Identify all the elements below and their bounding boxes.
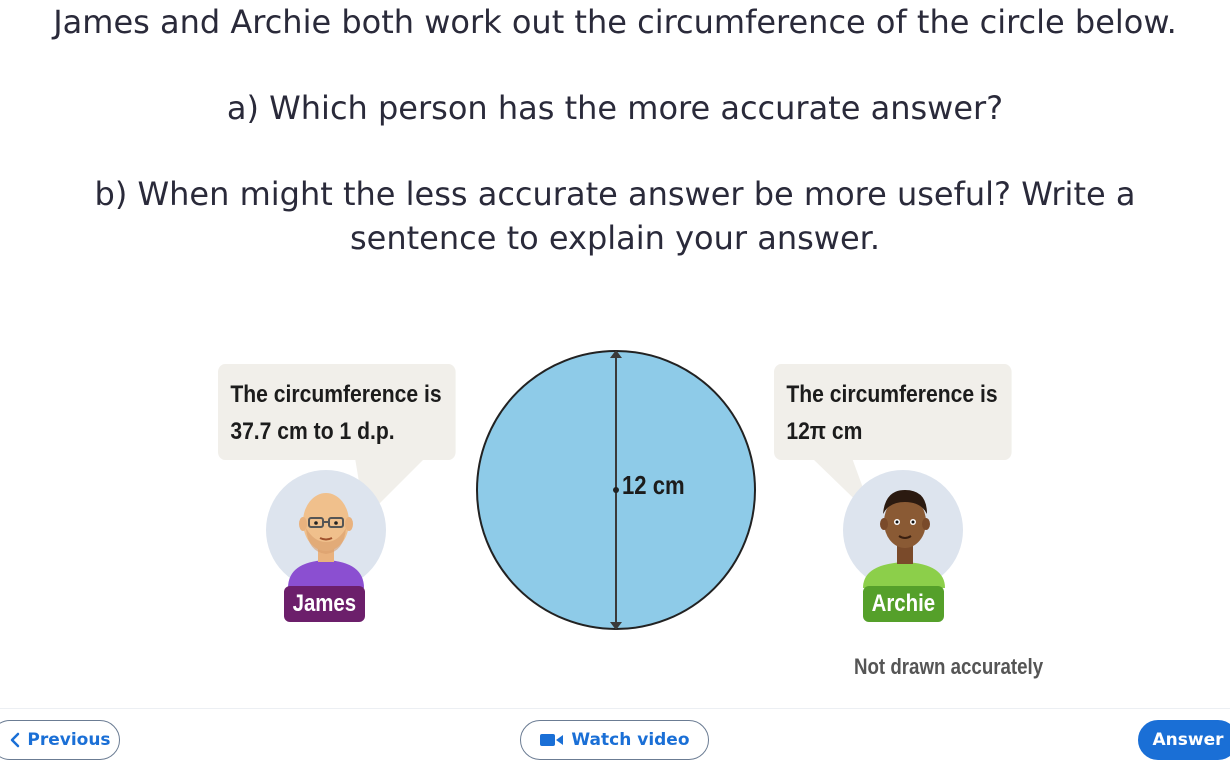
centre-point bbox=[613, 487, 619, 493]
james-name: James bbox=[292, 590, 357, 617]
answer-button[interactable]: Answer bbox=[1138, 720, 1230, 760]
answer-label: Answer bbox=[1152, 730, 1224, 750]
archie-name: Archie bbox=[871, 590, 936, 617]
watch-video-label: Watch video bbox=[571, 730, 690, 750]
archie-speech-bubble: The circumference is 12π cm bbox=[774, 364, 1012, 460]
james-speech-line-1: The circumference is bbox=[230, 381, 442, 408]
not-drawn-accurately-note: Not drawn accurately bbox=[854, 654, 1044, 679]
video-camera-icon bbox=[540, 734, 564, 746]
james-speech-bubble: The circumference is 37.7 cm to 1 d.p. bbox=[218, 364, 456, 460]
circle-diagram bbox=[476, 350, 756, 630]
diameter-label: 12 cm bbox=[622, 470, 685, 500]
james-avatar bbox=[288, 493, 364, 588]
question-line-1: James and Archie both work out the circu… bbox=[53, 3, 1177, 41]
james-name-tag: James bbox=[284, 586, 365, 622]
diameter-arrow-bottom bbox=[610, 622, 622, 630]
chevron-left-icon bbox=[11, 732, 20, 748]
archie-speech-line-2: 12π cm bbox=[786, 418, 863, 445]
question-part-b-line-1: b) When might the less accurate answer b… bbox=[94, 175, 1136, 213]
previous-button[interactable]: Previous bbox=[0, 720, 120, 760]
diameter-arrow-top bbox=[610, 350, 622, 358]
james-speech-line-2: 37.7 cm to 1 d.p. bbox=[230, 418, 395, 445]
question-part-a: a) Which person has the more accurate an… bbox=[226, 89, 1004, 127]
archie-name-tag: Archie bbox=[863, 586, 944, 622]
archie-speech-line-1: The circumference is bbox=[786, 381, 998, 408]
footer-divider bbox=[0, 708, 1230, 709]
question-part-b: b) When might the less accurate answer b… bbox=[0, 172, 1230, 260]
archie-avatar bbox=[863, 490, 945, 588]
question-part-b-line-2: sentence to explain your answer. bbox=[349, 219, 881, 257]
previous-label: Previous bbox=[27, 730, 111, 750]
watch-video-button[interactable]: Watch video bbox=[520, 720, 709, 760]
